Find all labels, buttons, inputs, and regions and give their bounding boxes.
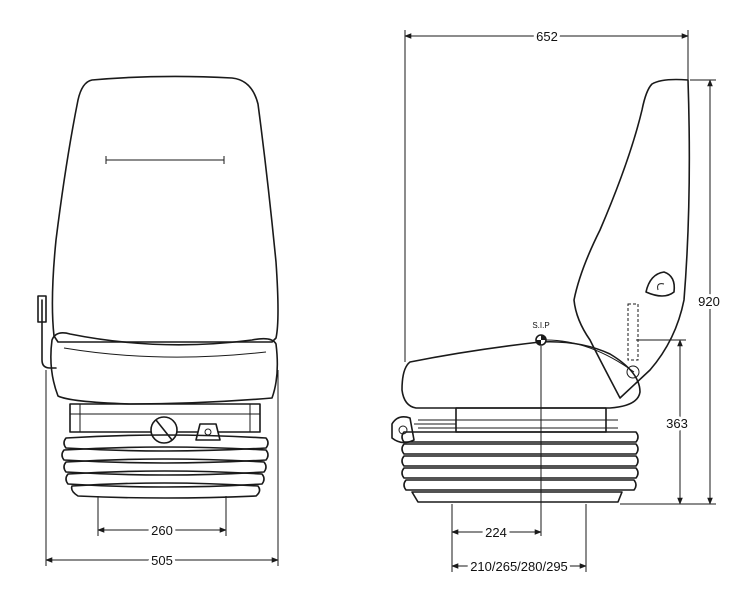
front-adjust-handle (195, 423, 221, 441)
front-backrest (51, 75, 279, 343)
front-bellows (61, 434, 269, 499)
dim-overall-height: 920 (698, 294, 720, 309)
side-view: S.I.P 652 920 363 224 210/265/280/295 (391, 26, 723, 577)
sip-label: S.I.P (532, 321, 549, 330)
dim-overall-depth: 652 (536, 29, 558, 44)
front-side-lever (37, 295, 57, 369)
side-bellows (401, 431, 639, 503)
front-adjust-knob (150, 416, 178, 444)
sip-marker: S.I.P (532, 321, 635, 373)
front-view: 260 505 (37, 75, 279, 571)
dim-overall-width: 505 (151, 553, 173, 568)
dim-sip-offset: 224 (485, 525, 507, 540)
dim-travel-options: 210/265/280/295 (470, 559, 568, 574)
recline-lever (627, 303, 639, 361)
side-cushion (401, 340, 641, 409)
dim-base-width: 260 (151, 523, 173, 538)
dim-seat-height: 363 (666, 416, 688, 431)
side-backrest (573, 78, 691, 399)
recline-knob (645, 271, 676, 297)
front-cushion (50, 332, 279, 405)
